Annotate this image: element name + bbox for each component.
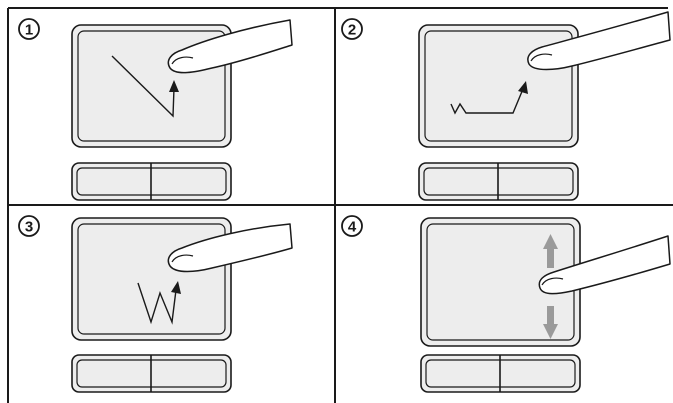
badge-3: 3 xyxy=(19,216,39,236)
panel-3: 3 xyxy=(19,216,292,392)
panel-1: 1 xyxy=(19,19,292,200)
badge-2: 2 xyxy=(342,19,362,39)
badge-1: 1 xyxy=(19,19,39,39)
touchpad-buttons-3 xyxy=(72,355,231,392)
touchpad-buttons-4 xyxy=(421,355,580,392)
touchpad-buttons-2 xyxy=(419,163,578,200)
badge-2-label: 2 xyxy=(348,22,356,39)
badge-1-label: 1 xyxy=(25,22,33,39)
badge-3-label: 3 xyxy=(25,219,33,236)
panel-4: 4 xyxy=(342,216,670,392)
badge-4: 4 xyxy=(342,216,362,236)
badge-4-label: 4 xyxy=(348,219,357,236)
panel-2: 2 xyxy=(342,12,670,200)
touchpad-buttons-1 xyxy=(72,163,231,200)
